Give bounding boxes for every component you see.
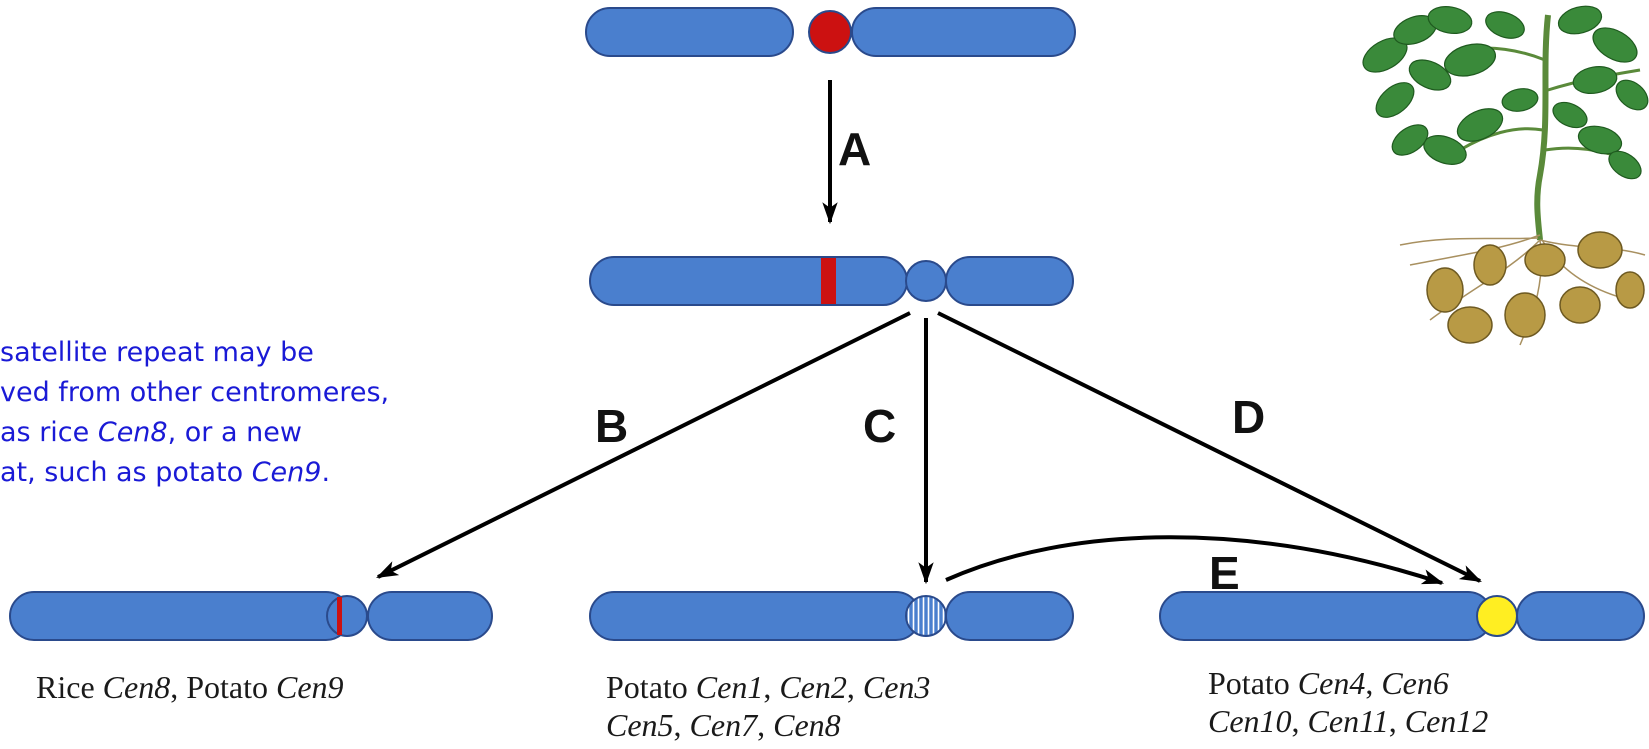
chromosome-arm-left [1159,591,1493,641]
chromosome-no-satellite [1159,591,1645,641]
satellite-band-red [821,258,836,304]
caption-middle: Potato Cen1, Cen2, Cen3 Cen5, Cen7, Cen8 [606,668,930,744]
caption-right-line-2: Cen10, Cen11, Cen12 [1208,703,1489,739]
chromosome-arm-right [851,7,1076,57]
arrow-e [945,535,1445,585]
caption-right-line-1: Potato Cen4, Cen6 [1208,665,1449,701]
chromosome-arm-right [945,256,1074,306]
chromosome-arm-left [589,591,921,641]
centromere-striped [905,595,947,637]
caption-right: Potato Cen4, Cen6 Cen10, Cen11, Cen12 [1208,664,1488,740]
label-c: C [863,400,897,452]
note-line-4: at, such as potato Cen9. [0,457,331,488]
note-line-2: ved from other centromeres, [0,377,390,408]
caption-left: Rice Cen8, Potato Cen9 [36,669,344,705]
centromere [326,595,368,637]
arrow-b [376,311,911,579]
chromosome-arm-right [367,591,493,641]
chromosome-intermediate [589,256,1074,306]
chromosome-ancestral [585,7,1076,57]
label-a: A [838,123,872,175]
chromosome-arm-right [945,591,1074,641]
note-line-1: satellite repeat may be [0,337,314,368]
centromere-yellow [1476,595,1518,637]
centromere-satellite-red [808,10,852,54]
label-b: B [595,400,629,452]
explanatory-note: satellite repeat may be ved from other c… [0,333,520,493]
label-d: D [1232,391,1266,443]
chromosome-arm-right [1516,591,1645,641]
centromere-neo [905,260,947,302]
arrow-d [937,311,1482,583]
label-e: E [1209,547,1240,599]
caption-middle-line-2: Cen5, Cen7, Cen8 [606,707,841,743]
chromosome-partial-satellite [589,591,1074,641]
chromosome-arm-left [585,7,794,57]
chromosome-new-satellite [9,591,493,641]
potato-plant-illustration [1362,5,1649,346]
caption-middle-line-1: Potato Cen1, Cen2, Cen3 [606,669,931,705]
chromosome-arm-left [9,591,351,641]
chromosome-arm-left [589,256,908,306]
note-line-3: as rice Cen8, or a new [0,417,302,448]
satellite-band-red [337,597,342,635]
